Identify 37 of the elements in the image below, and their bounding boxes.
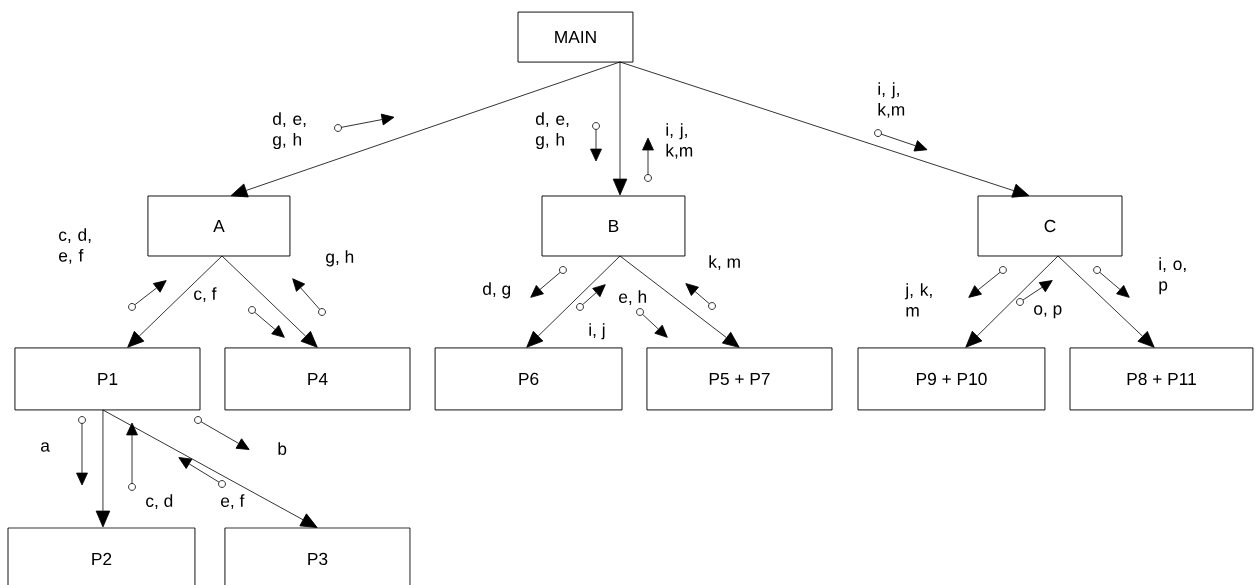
call-arrow: [230, 61, 621, 198]
module-box: P3: [224, 527, 411, 585]
couple-label: b: [278, 442, 287, 455]
couple-label: e, h: [619, 290, 647, 306]
module-box: P1: [14, 347, 201, 411]
call-arrow: [965, 255, 1059, 348]
couple-label: o, p: [1034, 305, 1062, 319]
module-box: P2: [7, 527, 196, 585]
couple-label: j, k, m: [904, 283, 932, 317]
couple-label: i, j, k,m: [878, 82, 905, 118]
couple-label: g, h: [326, 250, 354, 267]
call-arrow: [1057, 255, 1155, 348]
call-arrow: [526, 255, 621, 348]
couple-label: i, o, p: [1159, 257, 1186, 295]
module-box: P9 + P10: [857, 347, 1046, 411]
call-arrow: [612, 61, 628, 196]
call-arrow: [221, 255, 318, 348]
call-arrow: [619, 61, 1030, 198]
call-arrow: [102, 409, 318, 528]
module-box: P8 + P11: [1069, 347, 1254, 411]
module-box: MAIN: [517, 11, 634, 63]
module-box: P5 + P7: [646, 347, 833, 411]
call-arrow: [95, 409, 111, 528]
couple-label: e, f: [221, 494, 245, 509]
call-arrow: [619, 255, 740, 348]
couple-label: i, j, k,m: [666, 123, 693, 159]
couple-label: a: [41, 442, 50, 452]
module-box: A: [147, 195, 291, 257]
call-arrow: [127, 255, 223, 348]
module-box: P6: [434, 347, 623, 411]
module-box: P4: [224, 347, 411, 411]
couple-label: c, d, e, f: [59, 228, 91, 264]
couple-label: d, g: [483, 282, 511, 299]
couple-label: c, f: [194, 287, 217, 302]
couple-label: d, e, g, h: [535, 112, 569, 150]
module-box: C: [977, 195, 1123, 257]
module-box: B: [541, 195, 686, 257]
